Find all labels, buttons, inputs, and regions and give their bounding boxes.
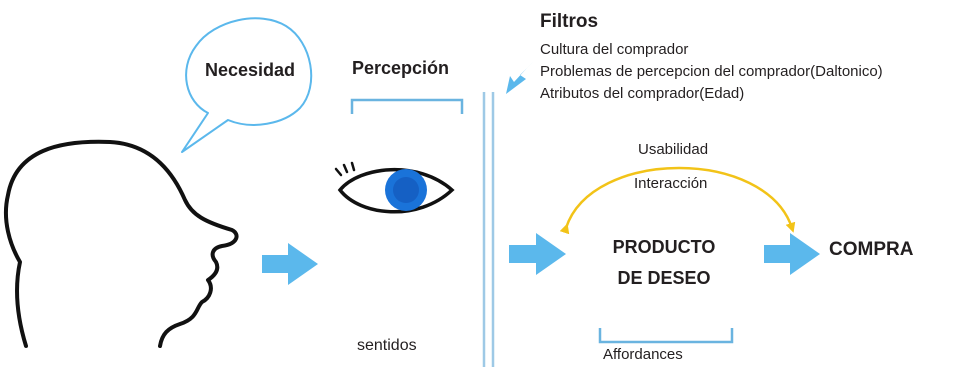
- arrow-to-perception: [262, 243, 318, 285]
- arrow-to-product: [509, 233, 566, 275]
- perception-label: Percepción: [352, 58, 450, 78]
- need-label: Necesidad: [204, 60, 296, 80]
- usability-interaction-arc: [559, 166, 796, 235]
- eye-icon: [334, 161, 455, 214]
- product-label-line2: DE DESEO: [617, 268, 711, 288]
- product-label-line1: PRODUCTO: [612, 237, 716, 257]
- filters-title: Filtros: [540, 11, 599, 32]
- arrow-to-purchase: [764, 233, 820, 275]
- head-silhouette: [3, 139, 239, 348]
- need-speech-bubble: [181, 17, 313, 153]
- filter-item-perception-problems: Problemas de percepcion del comprador(Da…: [540, 63, 883, 80]
- usability-label: Usabilidad: [638, 141, 709, 158]
- affordances-bracket: [598, 328, 734, 344]
- filter-pointer-arrow: [506, 62, 533, 94]
- interaction-label: Interacción: [634, 175, 708, 192]
- filter-item-culture: Cultura del comprador: [540, 41, 689, 58]
- product-label: PRODUCTO DE DESEO: [596, 232, 732, 294]
- purchase-label: COMPRA: [829, 239, 914, 260]
- affordances-label: Affordances: [603, 346, 683, 363]
- filter-item-attributes: Atributos del comprador(Edad): [540, 85, 745, 102]
- senses-label: sentidos: [357, 337, 417, 354]
- perception-bracket: [350, 98, 464, 114]
